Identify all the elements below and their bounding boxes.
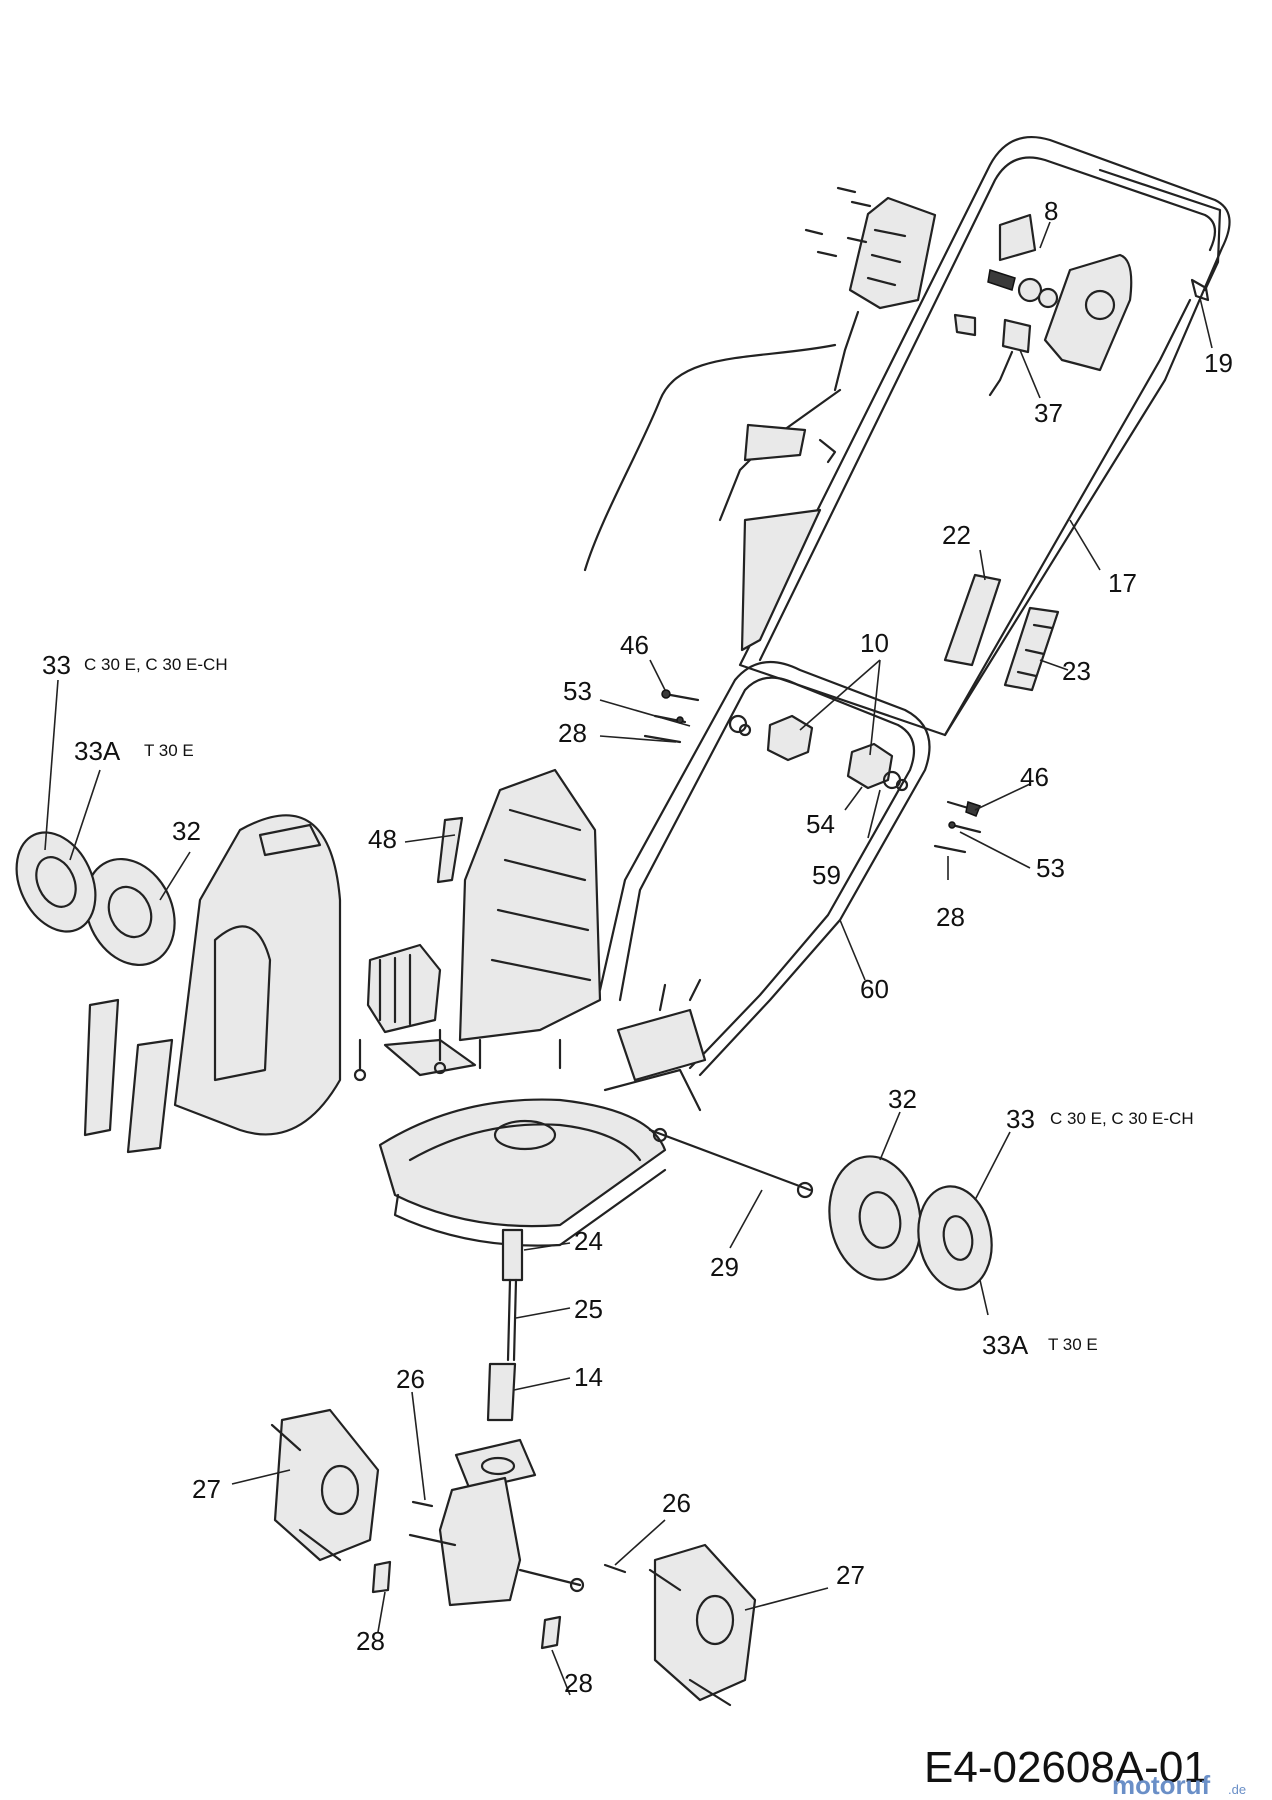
label-part-28-bottom-left: 28 (356, 1626, 385, 1656)
clips-pins (371, 1500, 627, 1650)
label-part-59: 59 (812, 860, 841, 890)
label-part-46-right: 46 (1020, 762, 1049, 792)
label-part-26-right: 26 (662, 1488, 691, 1518)
handle-bracket (603, 978, 707, 1112)
left-scrapers (83, 998, 174, 1154)
label-part-33-right: 33 (1006, 1104, 1035, 1134)
label-part-32-left: 32 (172, 816, 201, 846)
watermark-suffix: .de (1228, 1782, 1246, 1797)
label-part-23: 23 (1062, 656, 1091, 686)
tines-left (270, 1408, 380, 1562)
tiller-deck (378, 1098, 667, 1247)
upper-handle (738, 135, 1231, 737)
handle-knobs (728, 714, 909, 792)
label-part-54: 54 (806, 809, 835, 839)
leader-lines (44, 221, 1213, 1696)
label-part-29: 29 (710, 1252, 739, 1282)
label-part-27-right: 27 (836, 1560, 865, 1590)
variant-note-33-left: C 30 E, C 30 E-CH (84, 655, 228, 674)
tines-right (648, 1543, 757, 1707)
drive-shaft (486, 1228, 524, 1422)
switch-box (583, 196, 937, 652)
label-part-27-left: 27 (192, 1474, 221, 1504)
watermark: motoruf .de (1112, 1770, 1246, 1800)
label-part-26-left: 26 (396, 1364, 425, 1394)
trigger-assembly (953, 213, 1133, 397)
label-part-10: 10 (860, 628, 889, 658)
right-wheel (828, 1155, 993, 1291)
drawing-code: E4-02608A-01 (924, 1743, 1208, 1792)
label-part-24: 24 (574, 1226, 603, 1256)
mount-plate (353, 1028, 562, 1082)
label-part-8: 8 (1044, 196, 1058, 226)
part-labels: 8 19 37 17 22 23 10 46 53 28 46 53 28 54… (42, 196, 1233, 1698)
switch-screws (804, 186, 872, 258)
label-part-37: 37 (1034, 398, 1063, 428)
handle-bolts-right (933, 800, 982, 854)
label-part-53-left: 53 (563, 676, 592, 706)
wheel-axle (648, 1127, 814, 1199)
label-part-28-left: 28 (558, 718, 587, 748)
label-part-33A-left: 33A (74, 736, 121, 766)
label-part-22: 22 (942, 520, 971, 550)
label-part-28-right: 28 (936, 902, 965, 932)
label-part-17: 17 (1108, 568, 1137, 598)
lower-handle (598, 660, 931, 1077)
motor-housing (366, 768, 602, 1042)
label-part-33A-right: 33A (982, 1330, 1029, 1360)
label-part-19: 19 (1204, 348, 1233, 378)
variant-note-33A-right: T 30 E (1048, 1335, 1098, 1354)
label-part-33-left: 33 (42, 650, 71, 680)
variant-notes: C 30 E, C 30 E-CH T 30 E C 30 E, C 30 E-… (84, 655, 1194, 1354)
housing-cover (173, 814, 342, 1136)
variant-note-33-right: C 30 E, C 30 E-CH (1050, 1109, 1194, 1128)
handle-bolts-left (643, 689, 700, 744)
label-part-25: 25 (574, 1294, 603, 1324)
label-part-60: 60 (860, 974, 889, 1004)
label-part-53-right: 53 (1036, 853, 1065, 883)
label-part-28-bottom-right: 28 (564, 1668, 593, 1698)
label-part-14: 14 (574, 1362, 603, 1392)
cable-clips (943, 573, 1060, 692)
label-part-32-right: 32 (888, 1084, 917, 1114)
watermark-name: motoruf (1112, 1770, 1211, 1800)
left-wheel (15, 831, 176, 967)
variant-note-33A-left: T 30 E (144, 741, 194, 760)
label-part-48: 48 (368, 824, 397, 854)
gearbox (408, 1438, 585, 1607)
handle-end-clip (1190, 278, 1210, 302)
label-part-46-left: 46 (620, 630, 649, 660)
